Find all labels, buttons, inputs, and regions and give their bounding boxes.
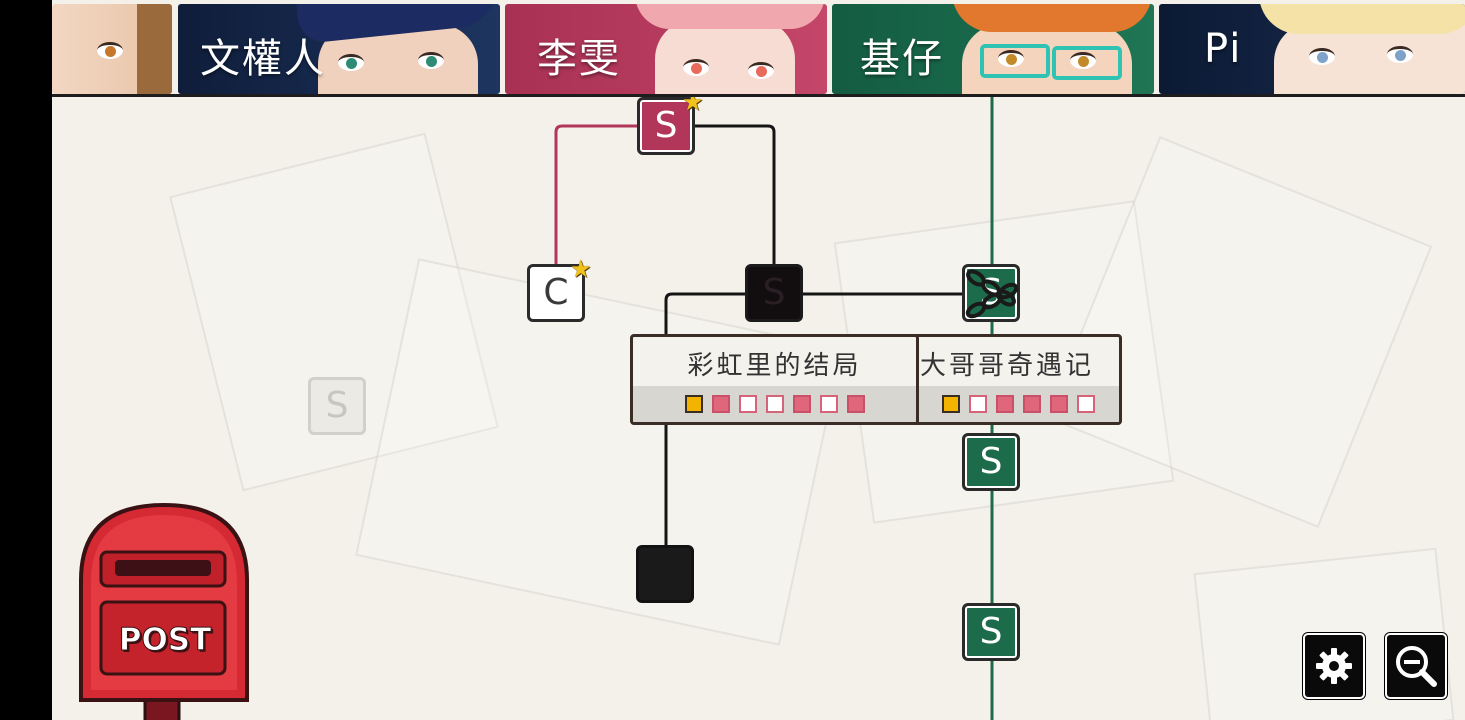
chapter-progress — [633, 386, 916, 422]
character-tab-1[interactable] — [52, 4, 172, 94]
character-name: 李雯 — [537, 36, 621, 82]
character-tab-3[interactable]: 李雯 — [505, 4, 827, 94]
portrait-eye — [338, 54, 364, 71]
progress-square-off — [765, 395, 784, 413]
star-icon: ★ — [570, 255, 592, 283]
character-portrait — [655, 19, 795, 94]
character-tab-5[interactable]: Pi — [1159, 4, 1465, 94]
character-name: Pi — [1204, 26, 1243, 72]
progress-square-gold — [942, 395, 960, 413]
portrait-eye — [998, 50, 1024, 67]
progress-square-on — [996, 395, 1014, 413]
character-portrait — [137, 4, 172, 94]
chapter-progress — [895, 386, 1119, 422]
chain-lock-icon — [965, 269, 1019, 319]
postbox-icon — [79, 502, 249, 720]
portrait-eye — [418, 52, 444, 69]
progress-square-gold — [684, 395, 703, 413]
progress-square-on — [792, 395, 811, 413]
character-hair — [1259, 4, 1465, 34]
postbox-button[interactable]: POST — [77, 500, 252, 720]
progress-square-off — [819, 395, 838, 413]
zoom-out-icon — [1396, 646, 1437, 687]
gear-icon — [1316, 648, 1352, 684]
portrait-eye — [683, 59, 709, 76]
chapter-card[interactable]: 大哥哥奇遇记 — [892, 334, 1122, 425]
route-node-c[interactable]: C ★ — [527, 255, 592, 322]
chapter-title: 彩虹里的结局 — [687, 351, 862, 381]
glasses-icon — [980, 44, 1050, 78]
chapter-title: 大哥哥奇遇记 — [919, 351, 1094, 381]
tab-bar-divider — [52, 94, 1465, 97]
black-route-line — [692, 124, 776, 264]
route-node-dark-s[interactable]: S — [745, 264, 803, 322]
route-node-ghost-s: S — [308, 377, 366, 435]
progress-square-on — [1050, 395, 1068, 413]
character-portrait — [1274, 22, 1465, 94]
progress-square-on — [1023, 395, 1041, 413]
progress-square-on — [846, 395, 865, 413]
pink-route-line — [554, 124, 637, 264]
progress-square-off — [969, 395, 987, 413]
glasses-icon — [1052, 46, 1122, 80]
character-tab-4[interactable]: 基仔 — [832, 4, 1154, 94]
route-node-locked-s[interactable]: S — [962, 264, 1020, 322]
portrait-eye — [1309, 48, 1335, 65]
route-node-unknown[interactable] — [636, 545, 694, 603]
postbox-label: POST — [118, 622, 212, 659]
progress-square-on — [711, 395, 730, 413]
route-node-green-s[interactable]: S — [962, 603, 1020, 661]
black-branch-line — [664, 292, 964, 545]
route-node-top-s[interactable]: S ★ — [637, 88, 704, 155]
character-tab-2[interactable]: 文權人 — [178, 4, 500, 94]
zoom-out-button[interactable] — [1385, 633, 1447, 699]
portrait-eye — [97, 42, 123, 59]
character-hair — [635, 4, 825, 29]
settings-button[interactable] — [1303, 633, 1365, 699]
character-hair — [952, 4, 1152, 32]
portrait-eye — [1070, 52, 1096, 69]
chapter-card[interactable]: 彩虹里的结局 — [630, 334, 919, 425]
character-name: 文權人 — [200, 36, 326, 82]
portrait-eye — [748, 62, 774, 79]
route-node-green-s[interactable]: S — [962, 433, 1020, 491]
progress-square-off — [738, 395, 757, 413]
progress-square-off — [1077, 395, 1095, 413]
character-name: 基仔 — [860, 36, 944, 82]
route-map: S ★ C ★ S S S S S 大哥哥奇遇记 — [52, 0, 1465, 720]
portrait-eye — [1387, 46, 1413, 63]
